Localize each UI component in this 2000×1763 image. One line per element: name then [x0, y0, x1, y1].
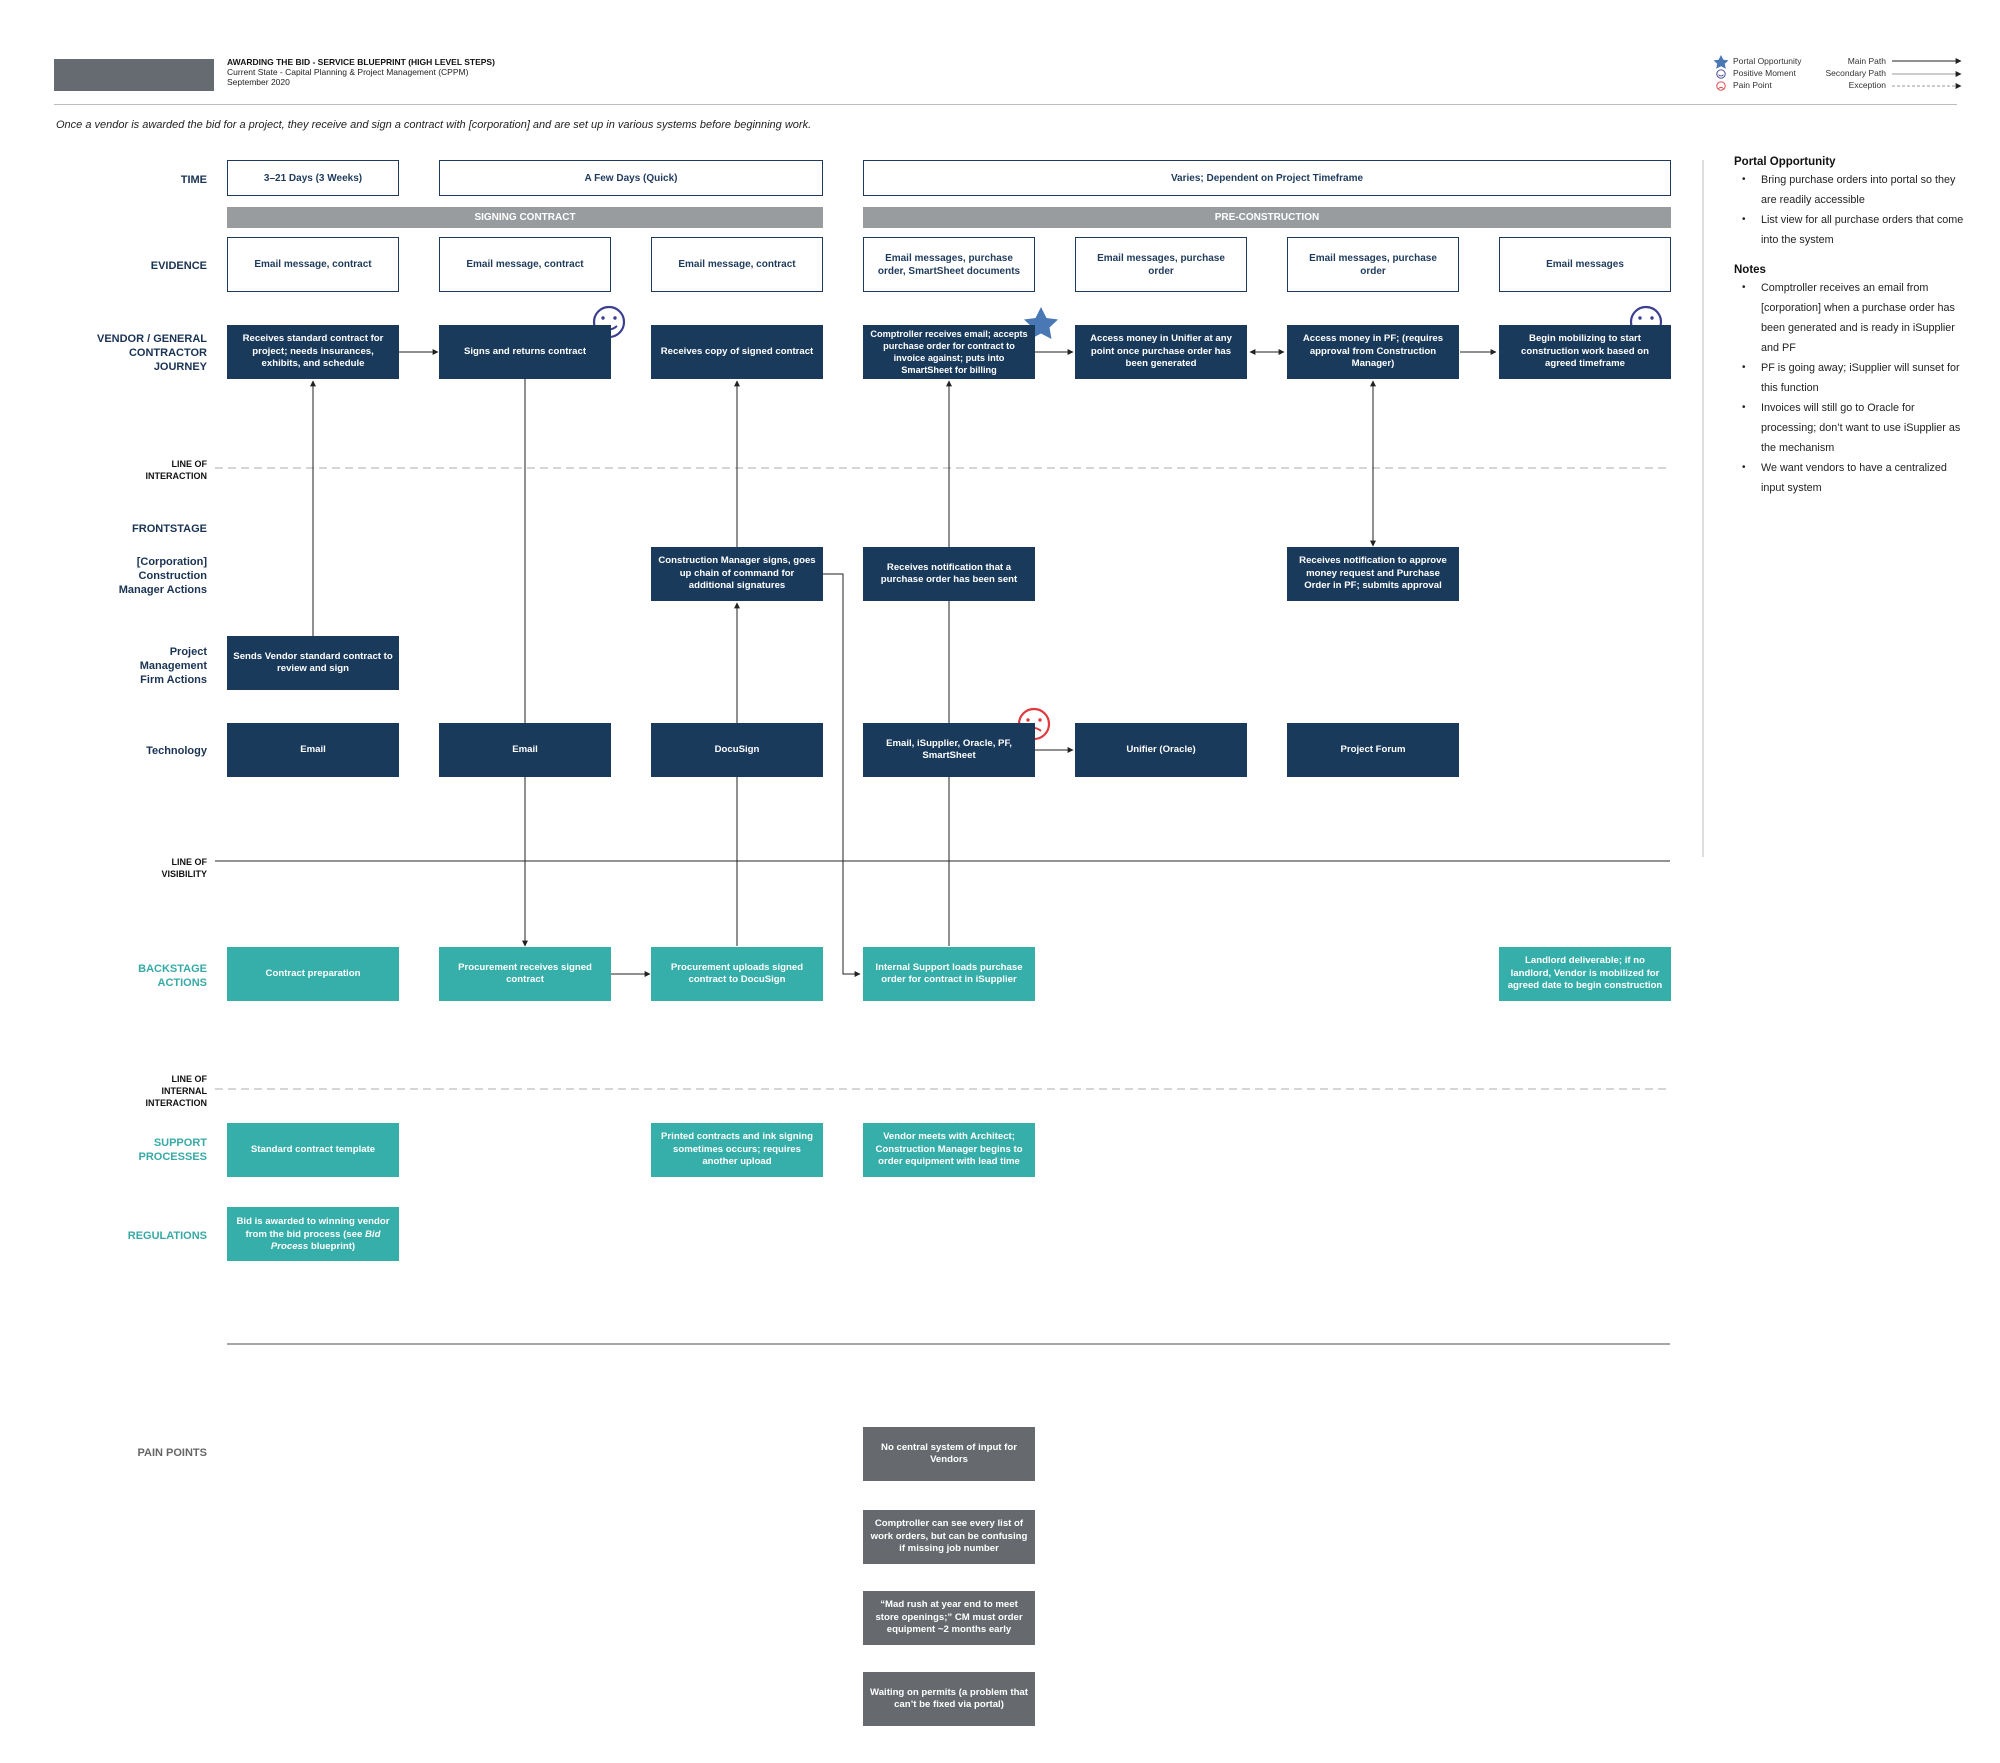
technology-box: Email — [227, 723, 399, 777]
legend-main-path: Main Path — [1847, 56, 1886, 66]
support-process: Printed contracts and ink signing someti… — [651, 1123, 823, 1177]
journey-step: Access money in PF; (requires approval f… — [1287, 325, 1459, 379]
header-color-block — [54, 59, 214, 91]
technology-box: Unifier (Oracle) — [1075, 723, 1247, 777]
backstage-action: Landlord deliverable; if no landlord, Ve… — [1499, 947, 1671, 1001]
journey-step: Comptroller receives email; accepts purc… — [863, 325, 1035, 379]
pain-point-box: “Mad rush at year end to meet store open… — [863, 1591, 1035, 1645]
row-label-evidence: EVIDENCE — [150, 260, 207, 272]
sidebar-notes-list: Comptroller receives an email from [corp… — [1734, 278, 1964, 498]
backstage-action: Procurement receives signed contract — [439, 947, 611, 1001]
technology-box: Email, iSupplier, Oracle, PF, SmartSheet — [863, 723, 1035, 777]
sidebar-portal-heading: Portal Opportunity — [1734, 156, 1836, 168]
row-label-regulations: REGULATIONS — [127, 1230, 207, 1242]
sidebar-note-item: Comptroller receives an email from [corp… — [1734, 278, 1964, 358]
header-divider — [54, 104, 1957, 105]
intro-text: Once a vendor is awarded the bid for a p… — [56, 119, 812, 131]
backstage-action: Internal Support loads purchase order fo… — [863, 947, 1035, 1001]
technology-box: Email — [439, 723, 611, 777]
sidebar-portal-item: Bring purchase orders into portal so the… — [1734, 170, 1964, 210]
blueprint-title: AWARDING THE BID - SERVICE BLUEPRINT (HI… — [227, 57, 495, 67]
row-label-frontstage: FRONTSTAGE — [132, 523, 207, 535]
evidence-box: Email messages, purchase order — [1287, 237, 1459, 292]
backstage-action: Contract preparation — [227, 947, 399, 1001]
legend-portal-opportunity: Portal Opportunity — [1733, 56, 1802, 66]
blueprint-date: September 2020 — [227, 77, 290, 87]
legend-exception: Exception — [1848, 80, 1886, 90]
sidebar-note-item: Invoices will still go to Oracle for pro… — [1734, 398, 1964, 458]
support-process: Standard contract template — [227, 1123, 399, 1177]
cm-action: Receives notification that a purchase or… — [863, 547, 1035, 601]
legend-frown-icon — [1716, 81, 1726, 91]
row-label-time: TIME — [180, 174, 207, 186]
journey-step: Signs and returns contract — [439, 325, 611, 379]
blueprint-subtitle: Current State - Capital Planning & Proje… — [227, 67, 469, 77]
sidebar-notes-heading: Notes — [1734, 264, 1766, 276]
row-label-technology: Technology — [146, 745, 207, 757]
legend-pain-point: Pain Point — [1733, 80, 1772, 90]
pain-point-box: Waiting on permits (a problem that can’t… — [863, 1672, 1035, 1726]
time-box: A Few Days (Quick) — [439, 160, 823, 196]
journey-step: Access money in Unifier at any point onc… — [1075, 325, 1247, 379]
support-process: Vendor meets with Architect; Constructio… — [863, 1123, 1035, 1177]
evidence-box: Email messages, purchase order, SmartShe… — [863, 237, 1035, 292]
sidebar-portal-list: Bring purchase orders into portal so the… — [1734, 170, 1964, 250]
journey-step: Receives copy of signed contract — [651, 325, 823, 379]
phase-bar-pre-construction: PRE-CONSTRUCTION — [863, 207, 1671, 228]
backstage-action: Procurement uploads signed contract to D… — [651, 947, 823, 1001]
row-label-pain-points: PAIN POINTS — [137, 1447, 207, 1459]
time-box: Varies; Dependent on Project Timeframe — [863, 160, 1671, 196]
pain-point-box: No central system of input for Vendors — [863, 1427, 1035, 1481]
technology-box: Project Forum — [1287, 723, 1459, 777]
pain-point-box: Comptroller can see every list of work o… — [863, 1510, 1035, 1564]
cm-action: Receives notification to approve money r… — [1287, 547, 1459, 601]
legend-star-icon — [1713, 55, 1729, 69]
evidence-box: Email messages, purchase order — [1075, 237, 1247, 292]
time-box: 3–21 Days (3 Weeks) — [227, 160, 399, 196]
evidence-box: Email message, contract — [227, 237, 399, 292]
evidence-box: Email messages — [1499, 237, 1671, 292]
phase-bar-signing-contract: SIGNING CONTRACT — [227, 207, 823, 228]
header: AWARDING THE BID - SERVICE BLUEPRINT (HI… — [227, 57, 495, 87]
pm-firm-action: Sends Vendor standard contract to review… — [227, 636, 399, 690]
evidence-box: Email message, contract — [439, 237, 611, 292]
sidebar-note-item: We want vendors to have a centralized in… — [1734, 458, 1964, 498]
sidebar-portal-item: List view for all purchase orders that c… — [1734, 210, 1964, 250]
evidence-box: Email message, contract — [651, 237, 823, 292]
journey-step: Receives standard contract for project; … — [227, 325, 399, 379]
legend-smiley-icon — [1716, 69, 1726, 79]
sidebar-note-item: PF is going away; iSupplier will sunset … — [1734, 358, 1964, 398]
legend-positive-moment: Positive Moment — [1733, 68, 1796, 78]
regulation-box: Bid is awarded to winning vendor from th… — [227, 1207, 399, 1261]
cm-action: Construction Manager signs, goes up chai… — [651, 547, 823, 601]
sidebar: Portal Opportunity Bring purchase orders… — [1734, 156, 1964, 498]
journey-step: Begin mobilizing to start construction w… — [1499, 325, 1671, 379]
technology-box: DocuSign — [651, 723, 823, 777]
legend-secondary-path: Secondary Path — [1825, 68, 1886, 78]
